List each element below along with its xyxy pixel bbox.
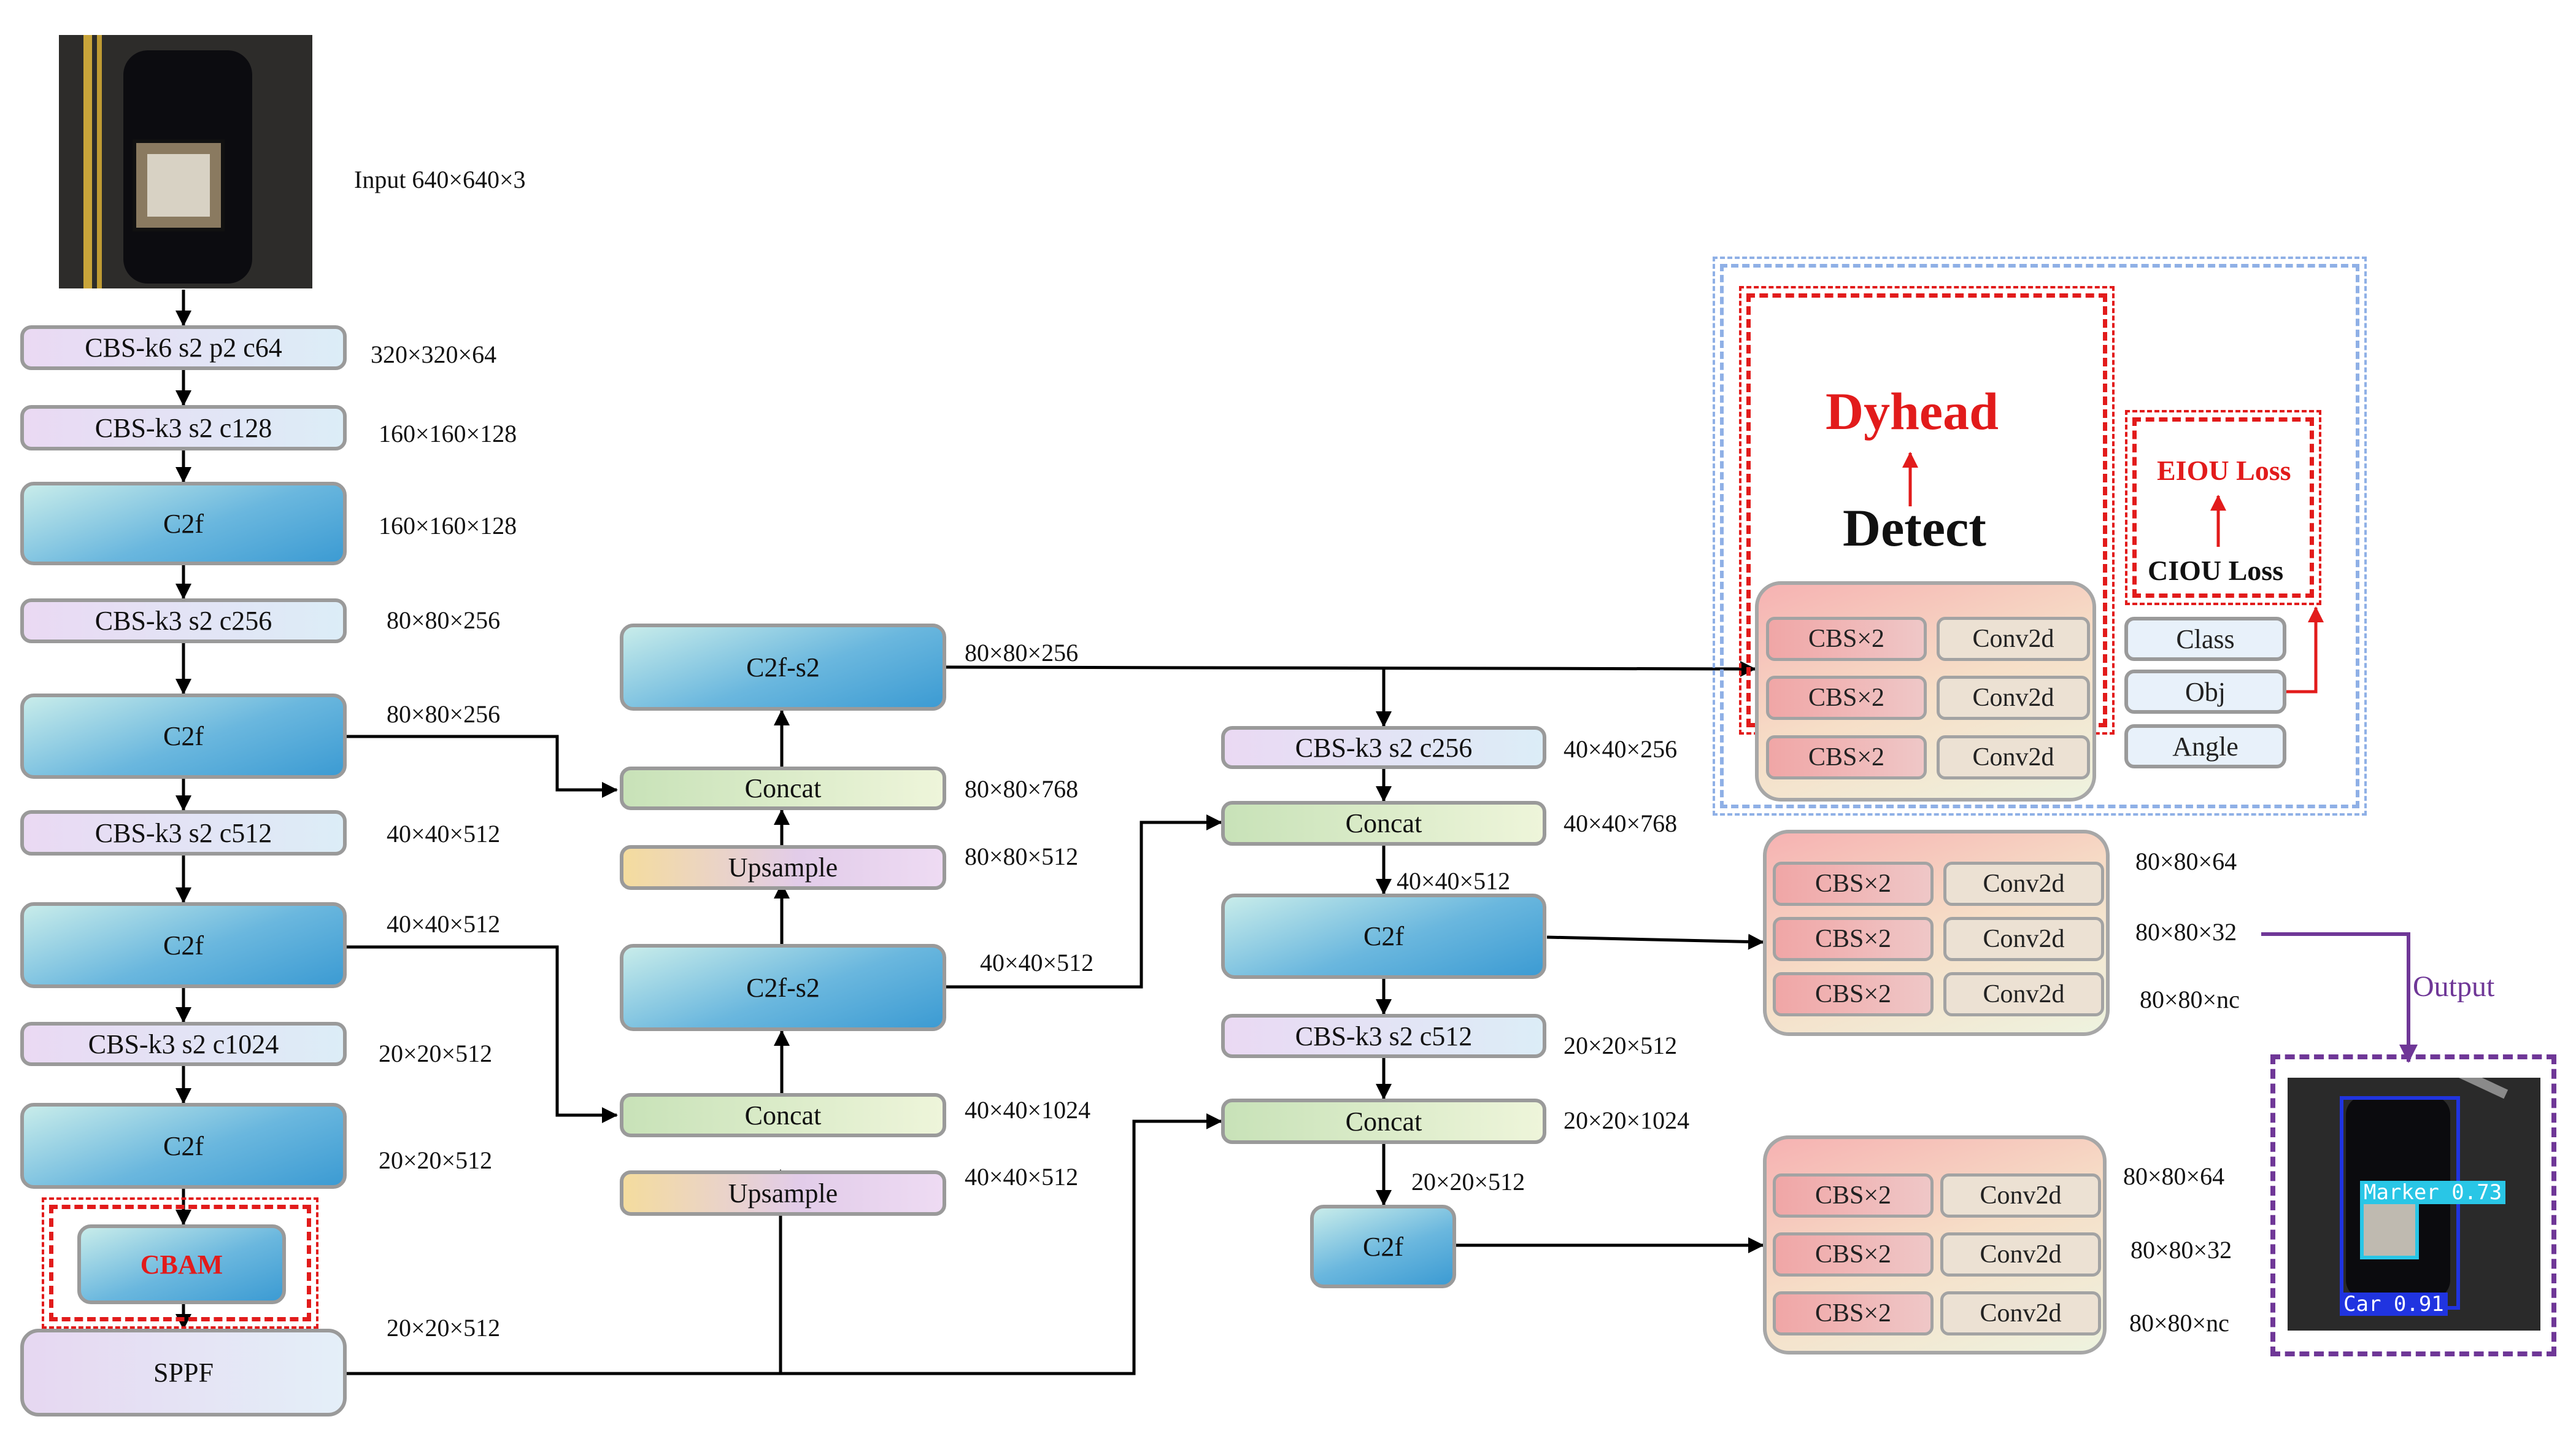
neck-right-concat-bottom: Concat [1221, 1099, 1546, 1144]
backbone-c2f-2: C2f [20, 694, 347, 779]
neck-right-c2f-bottom: C2f [1310, 1205, 1456, 1288]
neck-mid-dim-2: 80×80×768 [965, 775, 1079, 803]
head2-dim-2: 80×80×32 [2135, 918, 2237, 946]
head2-dim-1: 80×80×64 [2135, 848, 2237, 875]
backbone-dim-8: 20×20×512 [379, 1040, 493, 1067]
backbone-c2f-4: C2f [20, 1103, 347, 1189]
head2-conv-3: Conv2d [1943, 972, 2104, 1016]
neck-right-dim-3: 40×40×512 [1397, 867, 1511, 895]
road-marking [2453, 1078, 2509, 1099]
backbone-dim-7: 40×40×512 [387, 910, 501, 938]
neck-mid-dim-3: 80×80×512 [965, 843, 1079, 870]
head3-conv-1: Conv2d [1940, 1173, 2101, 1218]
input-image [59, 35, 312, 288]
head1-conv-2: Conv2d [1937, 676, 2090, 720]
neck-right-dim-4: 20×20×512 [1564, 1032, 1678, 1059]
neck-upsample-bottom: Upsample [620, 1170, 946, 1216]
output-image: Marker 0.73 Car 0.91 [2288, 1078, 2540, 1331]
marker-bbox [2360, 1200, 2419, 1259]
neck-right-concat-top: Concat [1221, 801, 1546, 846]
head3-conv-2: Conv2d [1940, 1232, 2101, 1277]
head3-dim-1: 80×80×64 [2123, 1162, 2225, 1190]
cbam-module: CBAM [77, 1224, 286, 1304]
detect-head-1: CBS×2 Conv2d CBS×2 Conv2d CBS×2 Conv2d [1755, 581, 2096, 802]
head2-dim-3: 80×80×nc [2140, 986, 2240, 1013]
detect-head-dashed-frame [1713, 257, 2367, 816]
backbone-cbs-3: CBS-k3 s2 c256 [20, 598, 347, 643]
head1-conv-3: Conv2d [1937, 735, 2090, 779]
output-frame [2270, 1054, 2556, 1356]
output-angle: Angle [2124, 724, 2286, 768]
neck-right-cbs-top: CBS-k3 s2 c256 [1221, 726, 1546, 769]
backbone-dim-6: 40×40×512 [387, 820, 501, 848]
backbone-dim-2: 160×160×128 [379, 420, 517, 447]
head3-cbs-2: CBS×2 [1773, 1232, 1934, 1277]
eiou-label: EIOU Loss [2157, 455, 2291, 486]
head1-cbs-1: CBS×2 [1766, 617, 1927, 661]
cbam-label: CBAM [140, 1249, 223, 1280]
backbone-dim-9: 20×20×512 [379, 1146, 493, 1174]
backbone-cbs-1: CBS-k6 s2 p2 c64 [20, 325, 347, 370]
neck-upsample-top: Upsample [620, 845, 946, 890]
detect-label: Detect [1843, 498, 1986, 557]
head2-conv-2: Conv2d [1943, 917, 2104, 961]
head2-conv-1: Conv2d [1943, 862, 2104, 906]
neck-mid-dim-6: 40×40×512 [965, 1163, 1079, 1191]
neck-mid-dim-1: 80×80×256 [965, 639, 1079, 667]
neck-mid-dim-5: 40×40×1024 [965, 1096, 1091, 1124]
backbone-c2f-3: C2f [20, 902, 347, 988]
dyhead-label: Dyhead [1826, 382, 1999, 441]
head3-dim-2: 80×80×32 [2131, 1236, 2232, 1264]
head1-conv-1: Conv2d [1937, 617, 2090, 661]
ciou-label: CIOU Loss [2148, 555, 2284, 586]
neck-right-c2f-top: C2f [1221, 894, 1546, 979]
marker-shape [133, 139, 225, 231]
head3-cbs-1: CBS×2 [1773, 1173, 1934, 1218]
detect-head-2: CBS×2 Conv2d CBS×2 Conv2d CBS×2 Conv2d [1763, 830, 2110, 1036]
backbone-cbs-4: CBS-k3 s2 c512 [20, 810, 347, 856]
head2-cbs-1: CBS×2 [1773, 862, 1934, 906]
neck-right-dim-1: 40×40×256 [1564, 735, 1678, 763]
head3-conv-3: Conv2d [1940, 1291, 2101, 1335]
detect-head-3: CBS×2 Conv2d CBS×2 Conv2d CBS×2 Conv2d [1763, 1135, 2107, 1355]
road-line [97, 35, 102, 288]
neck-right-cbs-bottom: CBS-k3 s2 c512 [1221, 1014, 1546, 1058]
head1-cbs-3: CBS×2 [1766, 735, 1927, 779]
backbone-c2f-1: C2f [20, 482, 347, 565]
head2-cbs-3: CBS×2 [1773, 972, 1934, 1016]
head3-dim-3: 80×80×nc [2129, 1309, 2229, 1337]
sppf-dim: 20×20×512 [387, 1314, 501, 1342]
neck-c2f-s2-top: C2f-s2 [620, 624, 946, 711]
road-line [83, 35, 92, 288]
eiou-highlight-box [2125, 410, 2321, 605]
output-label: Output [2413, 970, 2495, 1003]
neck-concat-bottom: Concat [620, 1093, 946, 1137]
backbone-cbs-5: CBS-k3 s2 c1024 [20, 1022, 347, 1066]
sppf-module: SPPF [20, 1329, 347, 1416]
neck-concat-top: Concat [620, 767, 946, 810]
output-obj: Obj [2124, 670, 2286, 714]
backbone-dim-4: 80×80×256 [387, 606, 501, 634]
neck-right-dim-5: 20×20×1024 [1564, 1107, 1690, 1134]
backbone-cbs-2: CBS-k3 s2 c128 [20, 405, 347, 450]
marker-detection-label: Marker 0.73 [2360, 1181, 2506, 1204]
neck-mid-dim-4: 40×40×512 [980, 949, 1094, 976]
output-class: Class [2124, 617, 2286, 661]
input-label: Input 640×640×3 [354, 166, 526, 193]
car-detection-label: Car 0.91 [2340, 1293, 2448, 1316]
head1-cbs-2: CBS×2 [1766, 676, 1927, 720]
cbam-highlight-box [42, 1197, 318, 1329]
head3-cbs-3: CBS×2 [1773, 1291, 1934, 1335]
backbone-dim-3: 160×160×128 [379, 512, 517, 539]
neck-c2f-s2-bottom: C2f-s2 [620, 944, 946, 1031]
backbone-dim-1: 320×320×64 [371, 341, 497, 368]
backbone-dim-5: 80×80×256 [387, 700, 501, 728]
head2-cbs-2: CBS×2 [1773, 917, 1934, 961]
neck-right-dim-6: 20×20×512 [1411, 1168, 1525, 1196]
neck-right-dim-2: 40×40×768 [1564, 810, 1678, 837]
